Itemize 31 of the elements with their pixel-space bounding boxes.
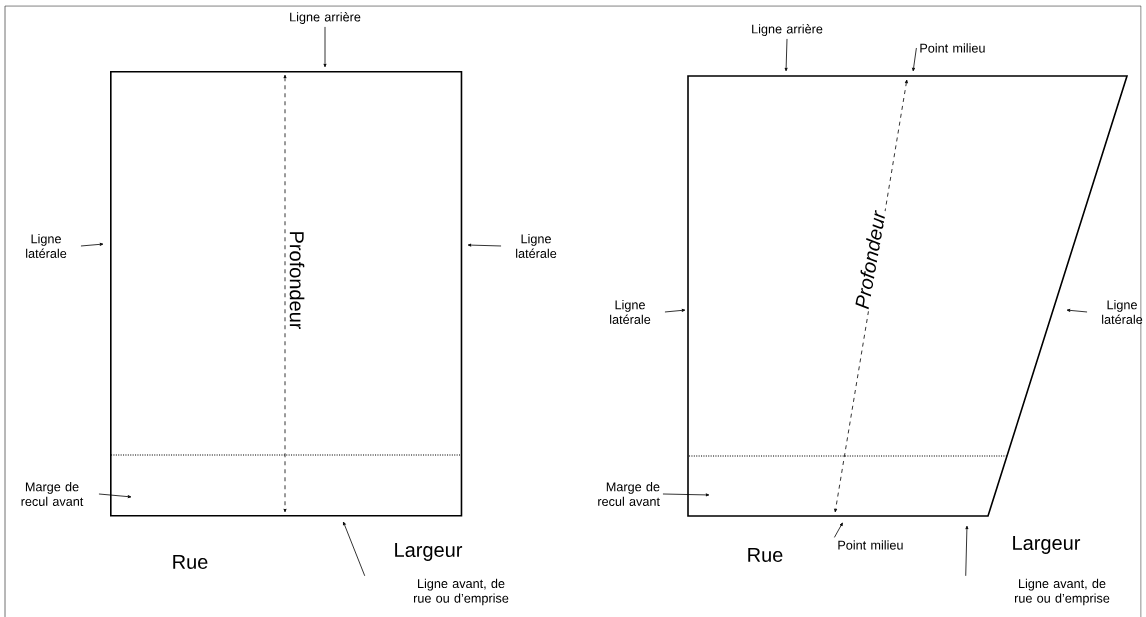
leader-arrow — [834, 522, 843, 538]
callout-text: Ligne latérale — [516, 234, 557, 258]
lot-outline — [110, 71, 463, 517]
callout-text: Ligne arrière — [752, 24, 823, 36]
street-label: Largeur — [392, 541, 464, 563]
callout-text: Point milieu — [838, 540, 903, 550]
callout-text: Ligne latérale — [1102, 300, 1143, 324]
dimension-label: Profondeur — [288, 229, 306, 331]
leader-arrow — [323, 26, 327, 68]
street-label: Rue — [745, 546, 785, 564]
callout-text: Ligne arrière — [290, 12, 361, 24]
street-label: Rue — [170, 553, 210, 571]
leader-arrow — [664, 308, 686, 313]
callout-text: Marge de recul avant — [598, 482, 660, 506]
leader-arrow — [912, 47, 917, 72]
leader-arrow — [1066, 308, 1088, 313]
leader-arrow — [467, 243, 502, 247]
leader-arrow — [784, 38, 788, 72]
dimension-label: Profondeur — [852, 208, 888, 312]
callout-text: Point milieu — [920, 43, 985, 53]
callout-text: Marge de recul avant — [21, 482, 84, 506]
callout-text: Ligne latérale — [26, 234, 67, 258]
callout-text: Ligne avant, de rue ou d’emprise — [1014, 578, 1110, 606]
leader-arrow — [343, 521, 366, 577]
leader-arrow — [662, 493, 710, 497]
callout-text: Ligne latérale — [610, 300, 651, 324]
leader-arrow — [80, 242, 104, 247]
street-label: Largeur — [1010, 534, 1082, 556]
callout-text: Ligne avant, de rue ou d’emprise — [413, 578, 509, 606]
leader-arrow — [965, 525, 969, 577]
leader-arrow — [98, 493, 132, 499]
